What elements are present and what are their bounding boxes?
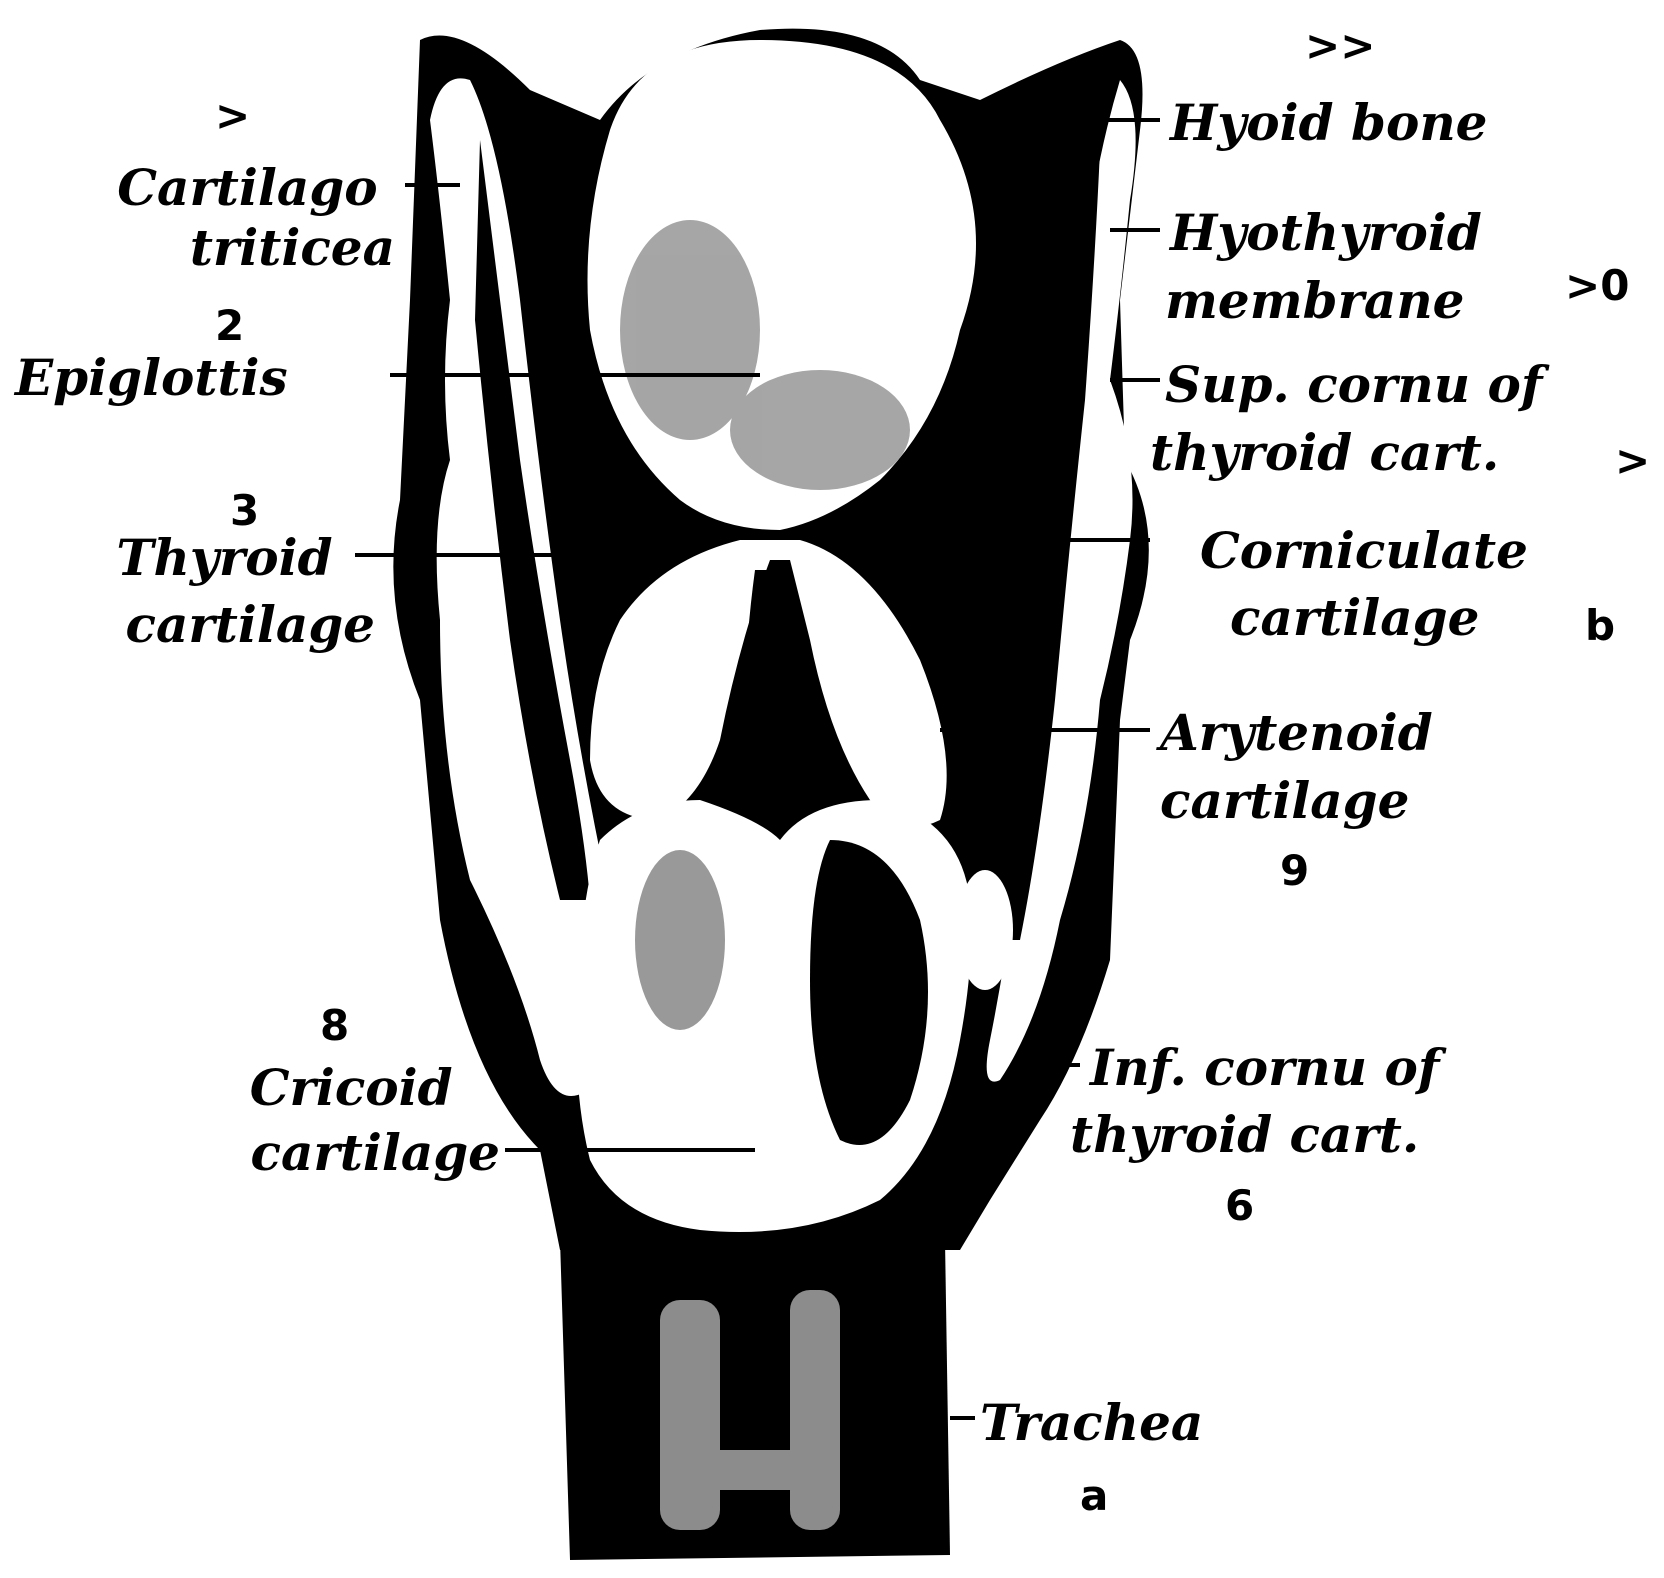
left-inferior-cornu	[548, 915, 592, 1005]
mark-sup-cornu: >	[1615, 436, 1650, 485]
mark-9: 9	[1280, 846, 1309, 895]
label-trachea: Trachea	[980, 1393, 1203, 1452]
right-inferior-cornu	[957, 870, 1013, 990]
mark-inf-cornu: 6	[1225, 1181, 1254, 1230]
mark-11: >>	[1305, 21, 1375, 70]
glottis-slit	[744, 570, 792, 800]
mark-2: 2	[215, 301, 244, 350]
label-hyoid-bone: Hyoid bone	[1168, 93, 1487, 152]
mark-trachea: a	[1080, 1471, 1108, 1520]
mark-10: >0	[1565, 261, 1629, 310]
mark-corniculate: b	[1585, 601, 1615, 650]
trachea-shape	[560, 1240, 950, 1560]
mark-8: 8	[320, 1001, 349, 1050]
mark-1: >	[215, 91, 250, 140]
mark-3: 3	[230, 486, 259, 535]
label-epiglottis: Epiglottis	[13, 348, 288, 407]
